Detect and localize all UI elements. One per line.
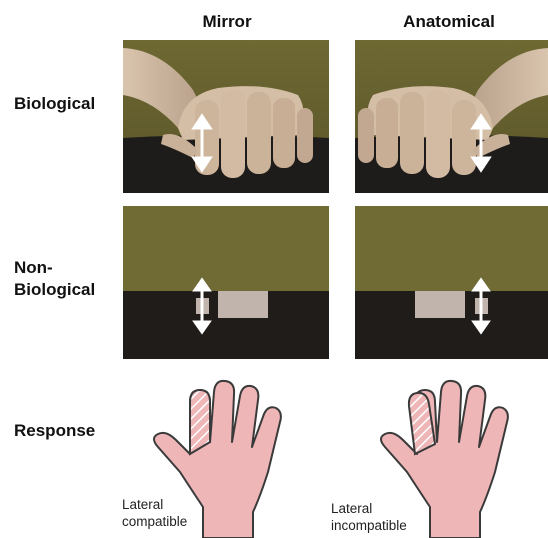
caption-left-line2: compatible <box>122 514 187 529</box>
caption-left-line1: Lateral <box>122 497 163 512</box>
row-header-biological: Biological <box>14 93 95 115</box>
caption-right-line1: Lateral <box>331 501 372 516</box>
non-biological-mirror-panel <box>123 206 329 359</box>
biological-mirror-hand-photo <box>123 40 329 193</box>
caption-lateral-incompatible: Lateral incompatible <box>329 500 409 534</box>
row-header-non-biological-line2: Biological <box>14 280 95 299</box>
rectangle-stimulus <box>218 291 268 318</box>
row-header-non-biological-line1: Non- <box>14 258 53 277</box>
index-finger-hatched <box>190 390 210 454</box>
row-header-non-biological: Non- Biological <box>14 257 95 301</box>
caption-lateral-compatible: Lateral compatible <box>120 496 189 530</box>
non-biological-anatomical-panel <box>355 206 548 359</box>
column-header-mirror: Mirror <box>132 12 322 32</box>
biological-anatomical-hand-photo <box>355 40 548 193</box>
column-header-anatomical: Anatomical <box>354 12 544 32</box>
caption-right-line2: incompatible <box>331 518 407 533</box>
row-header-response: Response <box>14 420 95 442</box>
